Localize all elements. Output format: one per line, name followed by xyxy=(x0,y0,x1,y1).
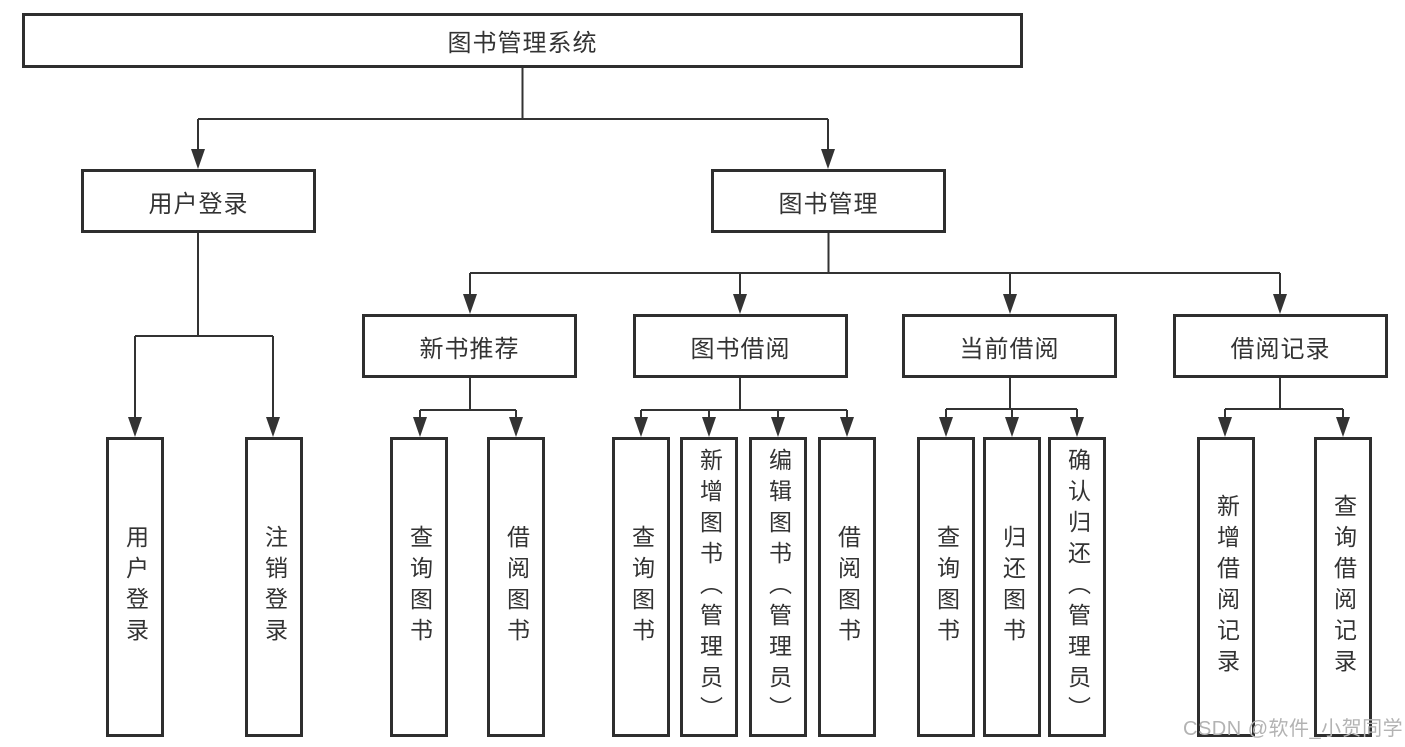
leaf-logout: 注销登录 xyxy=(245,437,303,737)
leaf-add-book-admin: 新增图书（管理员） xyxy=(680,437,738,737)
leaf-confirm-return-admin: 确认归还（管理员） xyxy=(1048,437,1106,737)
connector-shafts xyxy=(134,68,1344,420)
leaf-label: 归还图书 xyxy=(999,525,1026,649)
node-borrow-records: 借阅记录 xyxy=(1173,314,1388,378)
node-root-library-system: 图书管理系统 xyxy=(22,13,1023,68)
leaf-query-books-borrow: 查询图书 xyxy=(612,437,670,737)
leaf-query-borrow-record: 查询借阅记录 xyxy=(1314,437,1372,737)
leaf-label: 查询图书 xyxy=(628,525,655,649)
leaf-label: 用户登录 xyxy=(122,525,149,649)
leaf-label: 编辑图书（管理员） xyxy=(765,447,792,727)
leaf-label: 借阅图书 xyxy=(503,525,530,649)
leaf-label: 查询图书 xyxy=(406,525,433,649)
leaf-label: 借阅图书 xyxy=(834,525,861,649)
node-book-management: 图书管理 xyxy=(711,169,946,233)
leaf-borrow-books: 借阅图书 xyxy=(818,437,876,737)
leaf-user-login: 用户登录 xyxy=(106,437,164,737)
leaf-label: 确认归还（管理员） xyxy=(1064,447,1091,727)
leaf-label: 查询借阅记录 xyxy=(1330,494,1357,680)
node-new-book-recommend: 新书推荐 xyxy=(362,314,577,378)
leaf-borrow-books-recommend: 借阅图书 xyxy=(487,437,545,737)
node-current-borrow: 当前借阅 xyxy=(902,314,1117,378)
leaf-edit-book-admin: 编辑图书（管理员） xyxy=(749,437,807,737)
arrowheads xyxy=(128,149,1350,437)
leaf-label: 新增借阅记录 xyxy=(1213,494,1240,680)
leaf-query-books-recommend: 查询图书 xyxy=(390,437,448,737)
leaf-query-books-current: 查询图书 xyxy=(917,437,975,737)
leaf-return-book: 归还图书 xyxy=(983,437,1041,737)
leaf-add-borrow-record: 新增借阅记录 xyxy=(1197,437,1255,737)
csdn-watermark: CSDN @软件_小贺同学 xyxy=(1183,718,1404,740)
node-book-borrow: 图书借阅 xyxy=(633,314,848,378)
leaf-label: 新增图书（管理员） xyxy=(696,447,723,727)
leaf-label: 注销登录 xyxy=(261,525,288,649)
leaf-label: 查询图书 xyxy=(933,525,960,649)
node-user-login: 用户登录 xyxy=(81,169,316,233)
